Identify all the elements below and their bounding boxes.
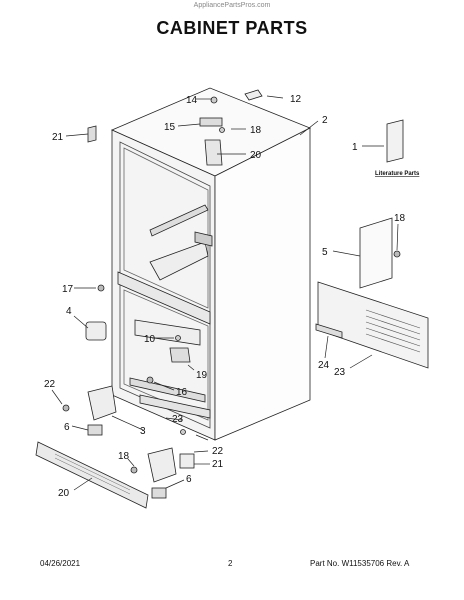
footer-part-number: Part No. W11535706 Rev. A — [310, 559, 410, 568]
part-19-grille — [317, 281, 429, 369]
callout-23: 23 — [172, 414, 184, 425]
callout-7: 10 — [144, 334, 156, 345]
callout-13: 18 — [394, 213, 406, 224]
callout-24: 24 — [318, 360, 330, 371]
toe-grille — [35, 441, 149, 509]
callout-8: 12 — [290, 94, 302, 105]
callout-5: 5 — [322, 247, 328, 258]
cabinet-right-side — [214, 127, 311, 441]
callout-22: 22 — [212, 446, 224, 457]
callout-4: 4 — [66, 306, 72, 317]
callout-9: 14 — [186, 95, 198, 106]
callout-1: 1 — [352, 142, 358, 153]
literature-label: Literature Parts — [375, 171, 420, 177]
callout-10: 15 — [164, 122, 176, 133]
callout-12: 17 — [62, 284, 74, 295]
callout-21: 21 — [212, 459, 224, 470]
literature-booklet — [386, 119, 404, 163]
watermark: AppliancePartsPros.com — [193, 2, 271, 9]
right-leveler-assembly — [147, 447, 177, 483]
callout-18-right: 18 — [118, 451, 130, 462]
part-5-panel — [359, 217, 393, 289]
footer-date: 04/26/2021 — [40, 559, 81, 568]
left-leveler-assembly — [87, 385, 117, 421]
cabinet-inner-frame — [119, 141, 211, 429]
callout-17: 21 — [52, 132, 64, 143]
callout-11: 16 — [176, 387, 188, 398]
callout-2: 2 — [322, 115, 328, 126]
callout-15: 19 — [196, 370, 208, 381]
callout-19: 23 — [334, 367, 346, 378]
callout-3: 3 — [140, 426, 146, 437]
page-title: CABINET PARTS — [156, 18, 308, 38]
callout-18-left: 22 — [44, 379, 56, 390]
callout-20: 20 — [58, 488, 70, 499]
callout-14: 18 — [250, 125, 262, 136]
cabinet-divider — [117, 271, 211, 325]
callout-6-right: 6 — [186, 474, 192, 485]
top-hinge-part — [199, 117, 223, 127]
callout-16: 20 — [250, 150, 262, 161]
footer-page-number: 2 — [228, 559, 233, 568]
part-4-cover — [85, 321, 107, 341]
callout-6-left: 6 — [64, 422, 70, 433]
